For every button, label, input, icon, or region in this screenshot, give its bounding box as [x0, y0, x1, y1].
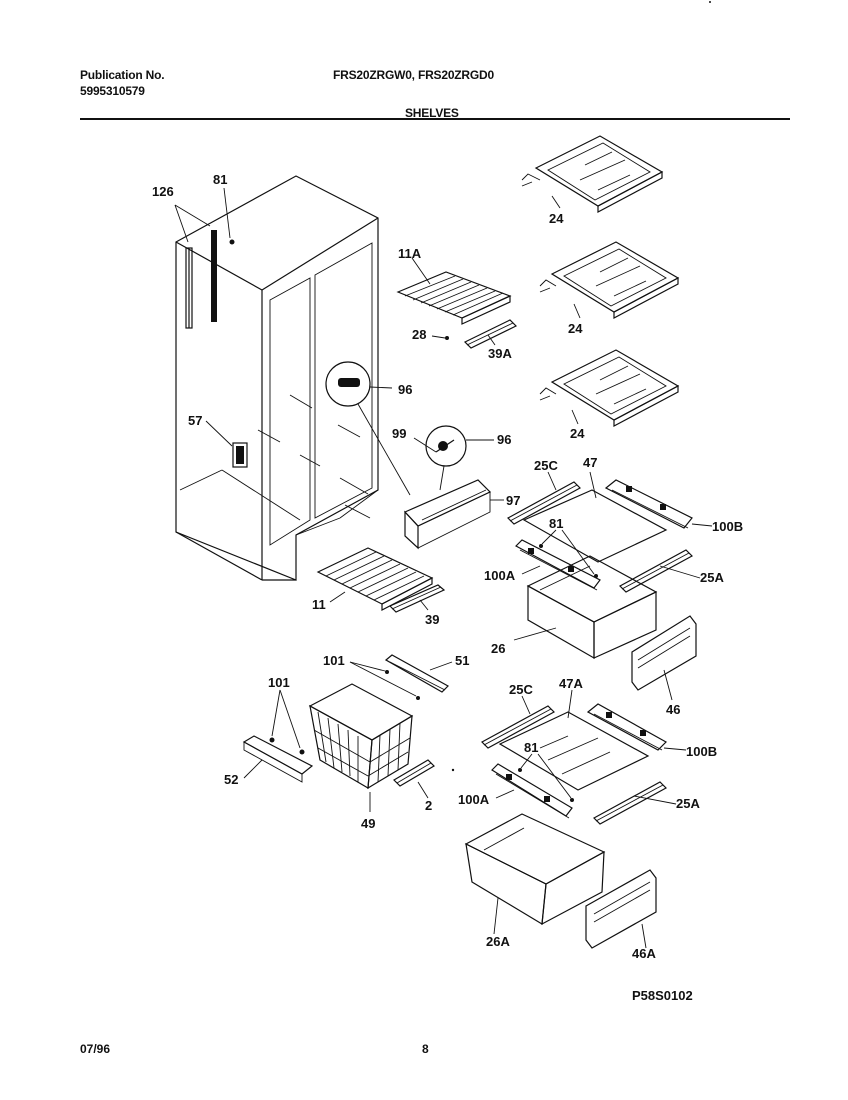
label-101-lower: 101 [268, 675, 290, 690]
label-11A: 11A [398, 246, 422, 261]
label-11: 11 [312, 597, 326, 612]
label-28: 28 [412, 327, 426, 342]
label-24-top: 24 [549, 211, 564, 226]
page-number: 8 [422, 1042, 429, 1056]
drawer-front-46 [631, 615, 697, 701]
label-25C-lower: 25C [509, 682, 533, 697]
label-46A: 46A [632, 946, 656, 961]
label-81-upper: 81 [549, 516, 563, 531]
rail-51 [384, 654, 453, 693]
screws-81-lower [518, 753, 574, 802]
rail-25A-upper [619, 549, 701, 593]
label-52: 52 [224, 772, 238, 787]
label-99: 99 [392, 426, 406, 441]
label-100A-upper: 100A [484, 568, 516, 583]
rail-100A-upper [515, 539, 601, 591]
label-49: 49 [361, 816, 375, 831]
screw-81-cabinet [223, 187, 235, 245]
rail-100B-upper [604, 479, 713, 529]
rail-39 [388, 584, 446, 613]
glass-shelf-24-top [521, 135, 664, 213]
rail-97 [403, 479, 504, 550]
label-81-cabinet: 81 [213, 172, 227, 187]
publication-number: 5995310579 [80, 84, 145, 98]
label-101-upper: 101 [323, 653, 345, 668]
bracket-57 [205, 420, 248, 468]
rail-25C-lower [481, 695, 555, 749]
crisper-drawer-26 [513, 555, 658, 660]
wire-shelf-11 [316, 547, 434, 611]
publication-label: Publication No. [80, 68, 165, 82]
label-25A-lower: 25A [676, 796, 700, 811]
footer-date: 07/96 [80, 1042, 111, 1056]
label-81-lower: 81 [524, 740, 538, 755]
label-39: 39 [425, 612, 439, 627]
screws-101-lower [269, 689, 305, 755]
rail-39A [463, 319, 518, 349]
diagram-id: P58S0102 [632, 988, 693, 1003]
glass-shelf-24-middle [539, 241, 680, 319]
label-26: 26 [491, 641, 505, 656]
rail-25A-lower [593, 781, 677, 825]
label-24-bottom: 24 [570, 426, 585, 441]
label-25C-upper: 25C [534, 458, 558, 473]
label-47A: 47A [559, 676, 583, 691]
crisper-drawer-26A [464, 813, 606, 935]
label-97: 97 [506, 493, 520, 508]
rail-25C-upper [507, 471, 581, 525]
rail-100B-lower [586, 703, 687, 751]
glass-cover-47 [522, 471, 668, 563]
label-100B-upper: 100B [712, 519, 743, 534]
model-numbers: FRS20ZRGW0, FRS20ZRGD0 [333, 68, 494, 82]
glass-shelf-24-bottom [539, 349, 680, 427]
screw-28 [431, 335, 449, 340]
detail-circle-96-left [325, 361, 411, 496]
rail-2 [393, 759, 435, 799]
detail-circle-96-right [413, 425, 494, 491]
wire-basket-49 [308, 683, 414, 812]
label-126: 126 [152, 184, 174, 199]
label-26A: 26A [486, 934, 510, 949]
drawer-front-46A [585, 869, 657, 949]
rail-126 [174, 204, 217, 329]
glass-cover-47A [498, 689, 650, 791]
label-47: 47 [583, 455, 597, 470]
label-57: 57 [188, 413, 202, 428]
refrigerator-cabinet [175, 175, 379, 581]
label-51: 51 [455, 653, 469, 668]
label-96-left: 96 [398, 382, 412, 397]
section-title: SHELVES [405, 106, 459, 120]
label-100A-lower: 100A [458, 792, 490, 807]
screws-101-upper [349, 661, 420, 700]
header-rule [80, 118, 790, 120]
label-100B-lower: 100B [686, 744, 717, 759]
label-46: 46 [666, 702, 680, 717]
wire-shelf-11A [396, 257, 512, 325]
label-24-middle: 24 [568, 321, 583, 336]
label-96-right: 96 [497, 432, 511, 447]
rail-52 [242, 735, 314, 783]
label-39A: 39A [488, 346, 512, 361]
rail-100A-lower [491, 763, 573, 819]
label-2: 2 [425, 798, 432, 813]
label-25A-upper: 25A [700, 570, 724, 585]
